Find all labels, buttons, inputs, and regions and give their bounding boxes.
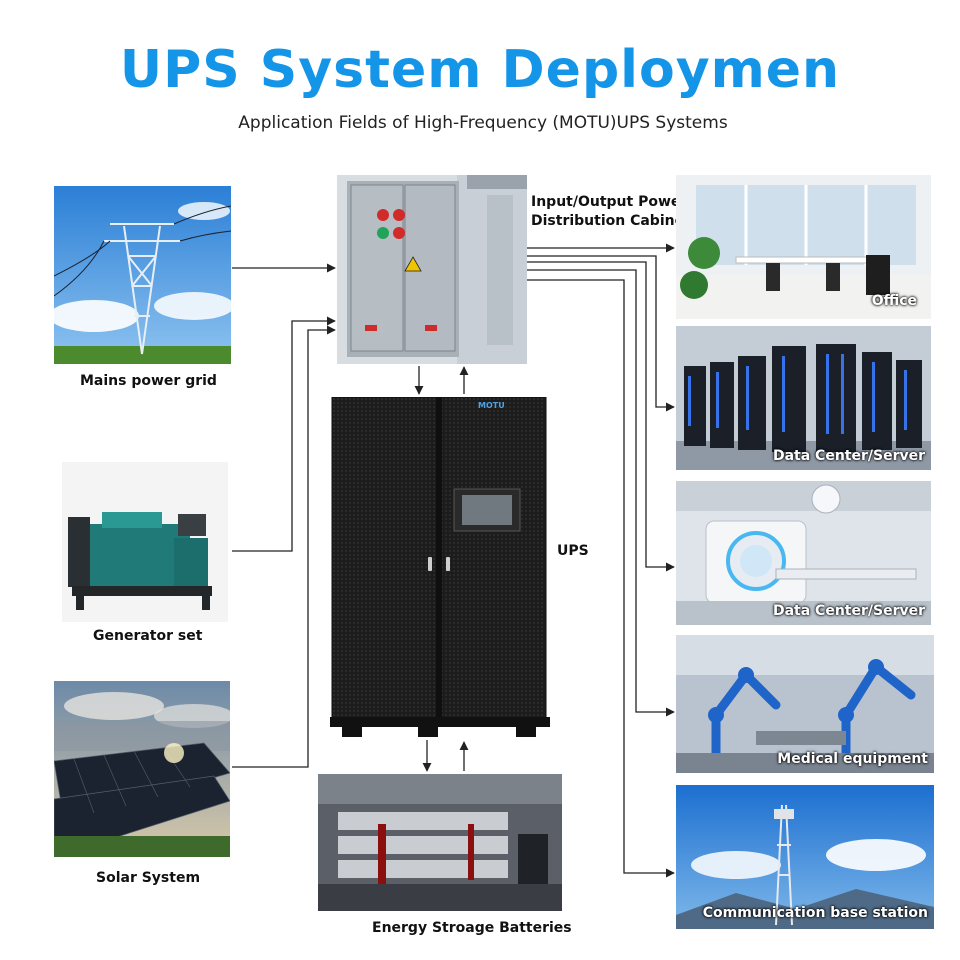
generator-label: Generator set	[93, 628, 203, 644]
mains-grid-photo	[54, 186, 231, 364]
cabinet-label-line1: Input/Output Power	[531, 194, 688, 210]
medical-room-photo: Data Center/Server	[676, 481, 931, 625]
office-label: Office	[871, 293, 917, 309]
ups-label: UPS	[557, 543, 589, 559]
medical-room-label: Data Center/Server	[772, 603, 925, 619]
solar-photo	[54, 681, 230, 857]
office-photo: Office	[676, 175, 931, 319]
distribution-cabinet-photo	[337, 175, 527, 364]
datacenter-photo: Data Center/Server	[676, 326, 931, 470]
datacenter-label: Data Center/Server	[772, 448, 925, 464]
telecom-photo: Communication base station	[676, 785, 934, 929]
telecom-label: Communication base station	[702, 905, 928, 921]
solar-label: Solar System	[96, 870, 201, 886]
cabinet-label-line2: Distribution Cabinet	[531, 213, 691, 229]
batteries-label: Energy Stroage Batteries	[372, 920, 572, 936]
solar-to-cabinet-line	[232, 325, 336, 768]
page-title: UPS System Deploymen	[119, 40, 841, 100]
cabinet-to-telecom-line	[527, 279, 675, 878]
generator-photo	[62, 462, 228, 622]
generator-to-cabinet-line	[232, 316, 336, 552]
batteries-photo	[318, 774, 562, 911]
cabinet-to-medical-room-line	[527, 261, 675, 572]
mains-grid-label: Mains power grid	[80, 373, 217, 389]
factory-label: Medical equipment	[777, 751, 928, 767]
cabinet-to-datacenter-line	[527, 255, 675, 412]
page-subtitle: Application Fields of High-Frequency (MO…	[238, 113, 728, 133]
cabinet-to-factory-line	[527, 269, 675, 717]
factory-photo: Medical equipment	[676, 635, 934, 773]
ups-cabinet: MOTU	[328, 397, 553, 737]
ups-brand-logo: MOTU	[478, 401, 505, 410]
